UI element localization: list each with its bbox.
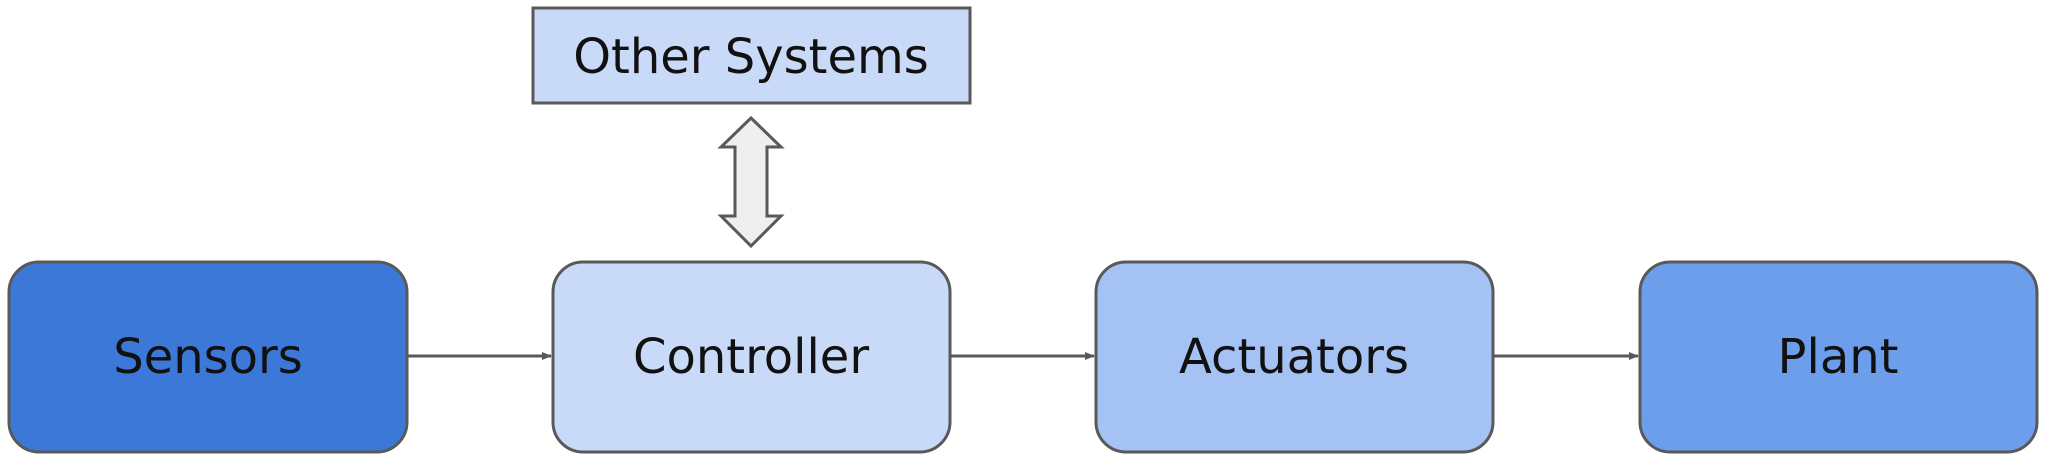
- plant-node: Plant: [1638, 260, 2039, 454]
- bidirectional-arrow: [717, 115, 785, 249]
- other-systems-box: [531, 6, 972, 105]
- controller-node: Controller: [551, 260, 952, 454]
- other-systems-label: Other Systems: [573, 29, 929, 85]
- sensors-label: Sensors: [113, 329, 303, 385]
- sensors-node: Sensors: [7, 260, 409, 454]
- controller-label: Controller: [633, 329, 869, 385]
- actuators-label: Actuators: [1179, 329, 1409, 385]
- plant-box: [1638, 260, 2039, 454]
- other-systems-node: Other Systems: [531, 6, 972, 105]
- plant-label: Plant: [1778, 329, 1899, 385]
- actuators-node: Actuators: [1094, 260, 1495, 454]
